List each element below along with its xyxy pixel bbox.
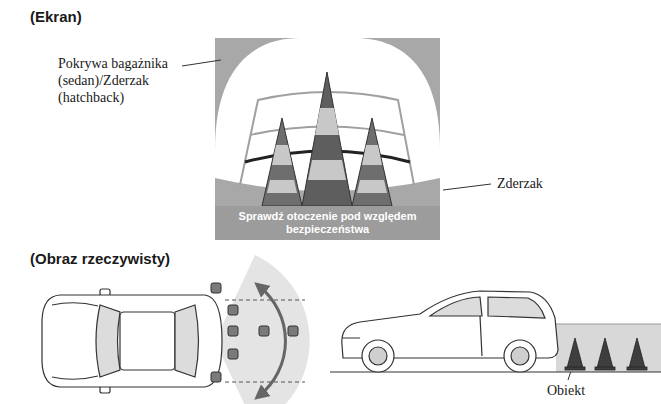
guide-line <box>225 300 305 382</box>
detection-zone <box>556 324 661 372</box>
message-band: Sprawdź otoczenie pod względem bezpiecze… <box>215 206 440 240</box>
cone <box>352 118 392 206</box>
car-side-view <box>342 291 558 372</box>
cone <box>565 338 647 370</box>
callout-label: Zderzak <box>497 175 543 192</box>
sweep-arrow <box>260 287 285 395</box>
screen-message: Sprawdź otoczenie pod względem bezpiecze… <box>221 210 434 236</box>
leader-line <box>182 60 221 66</box>
cone <box>302 72 352 206</box>
section-heading: (Obraz rzeczywisty) <box>30 250 170 268</box>
leader-line <box>443 184 491 190</box>
cone-top-view <box>211 283 298 382</box>
callout-label: Pokrywa bagażnika (sedan)/Zderzak (hatch… <box>58 55 188 106</box>
section-heading: (Ekran) <box>30 8 82 26</box>
cone <box>262 118 302 206</box>
callout-label: Obiekt <box>547 382 585 399</box>
detection-area <box>215 255 310 404</box>
camera-screen <box>215 38 440 240</box>
car-top-view <box>42 289 222 393</box>
